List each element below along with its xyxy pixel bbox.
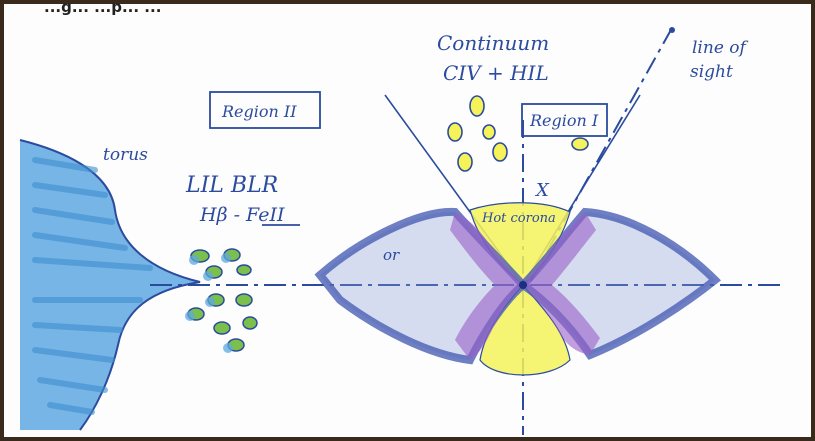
label-hot-corona: Hot corona: [481, 211, 556, 226]
label-region-1: Region I: [529, 111, 599, 130]
label-or: or: [383, 246, 400, 264]
label-torus: torus: [103, 145, 148, 165]
torus-shape: [20, 140, 200, 430]
label-line-of-sight-2: sight: [690, 62, 733, 82]
label-hb-feii: Hβ - FeII: [199, 204, 285, 226]
line-of-sight-origin-mark: [669, 27, 675, 33]
label-continuum: Continuum: [437, 31, 549, 55]
label-civ-hil: CIV + HIL: [443, 61, 549, 85]
black-hole-center: [519, 281, 527, 289]
lil-blr-clouds: [185, 249, 257, 353]
label-line-of-sight-1: line of: [692, 38, 749, 58]
hil-clouds: [448, 96, 588, 171]
label-region-2: Region II: [221, 102, 297, 121]
label-x-mark: X: [534, 180, 550, 201]
label-lil-blr: LIL BLR: [185, 173, 278, 198]
